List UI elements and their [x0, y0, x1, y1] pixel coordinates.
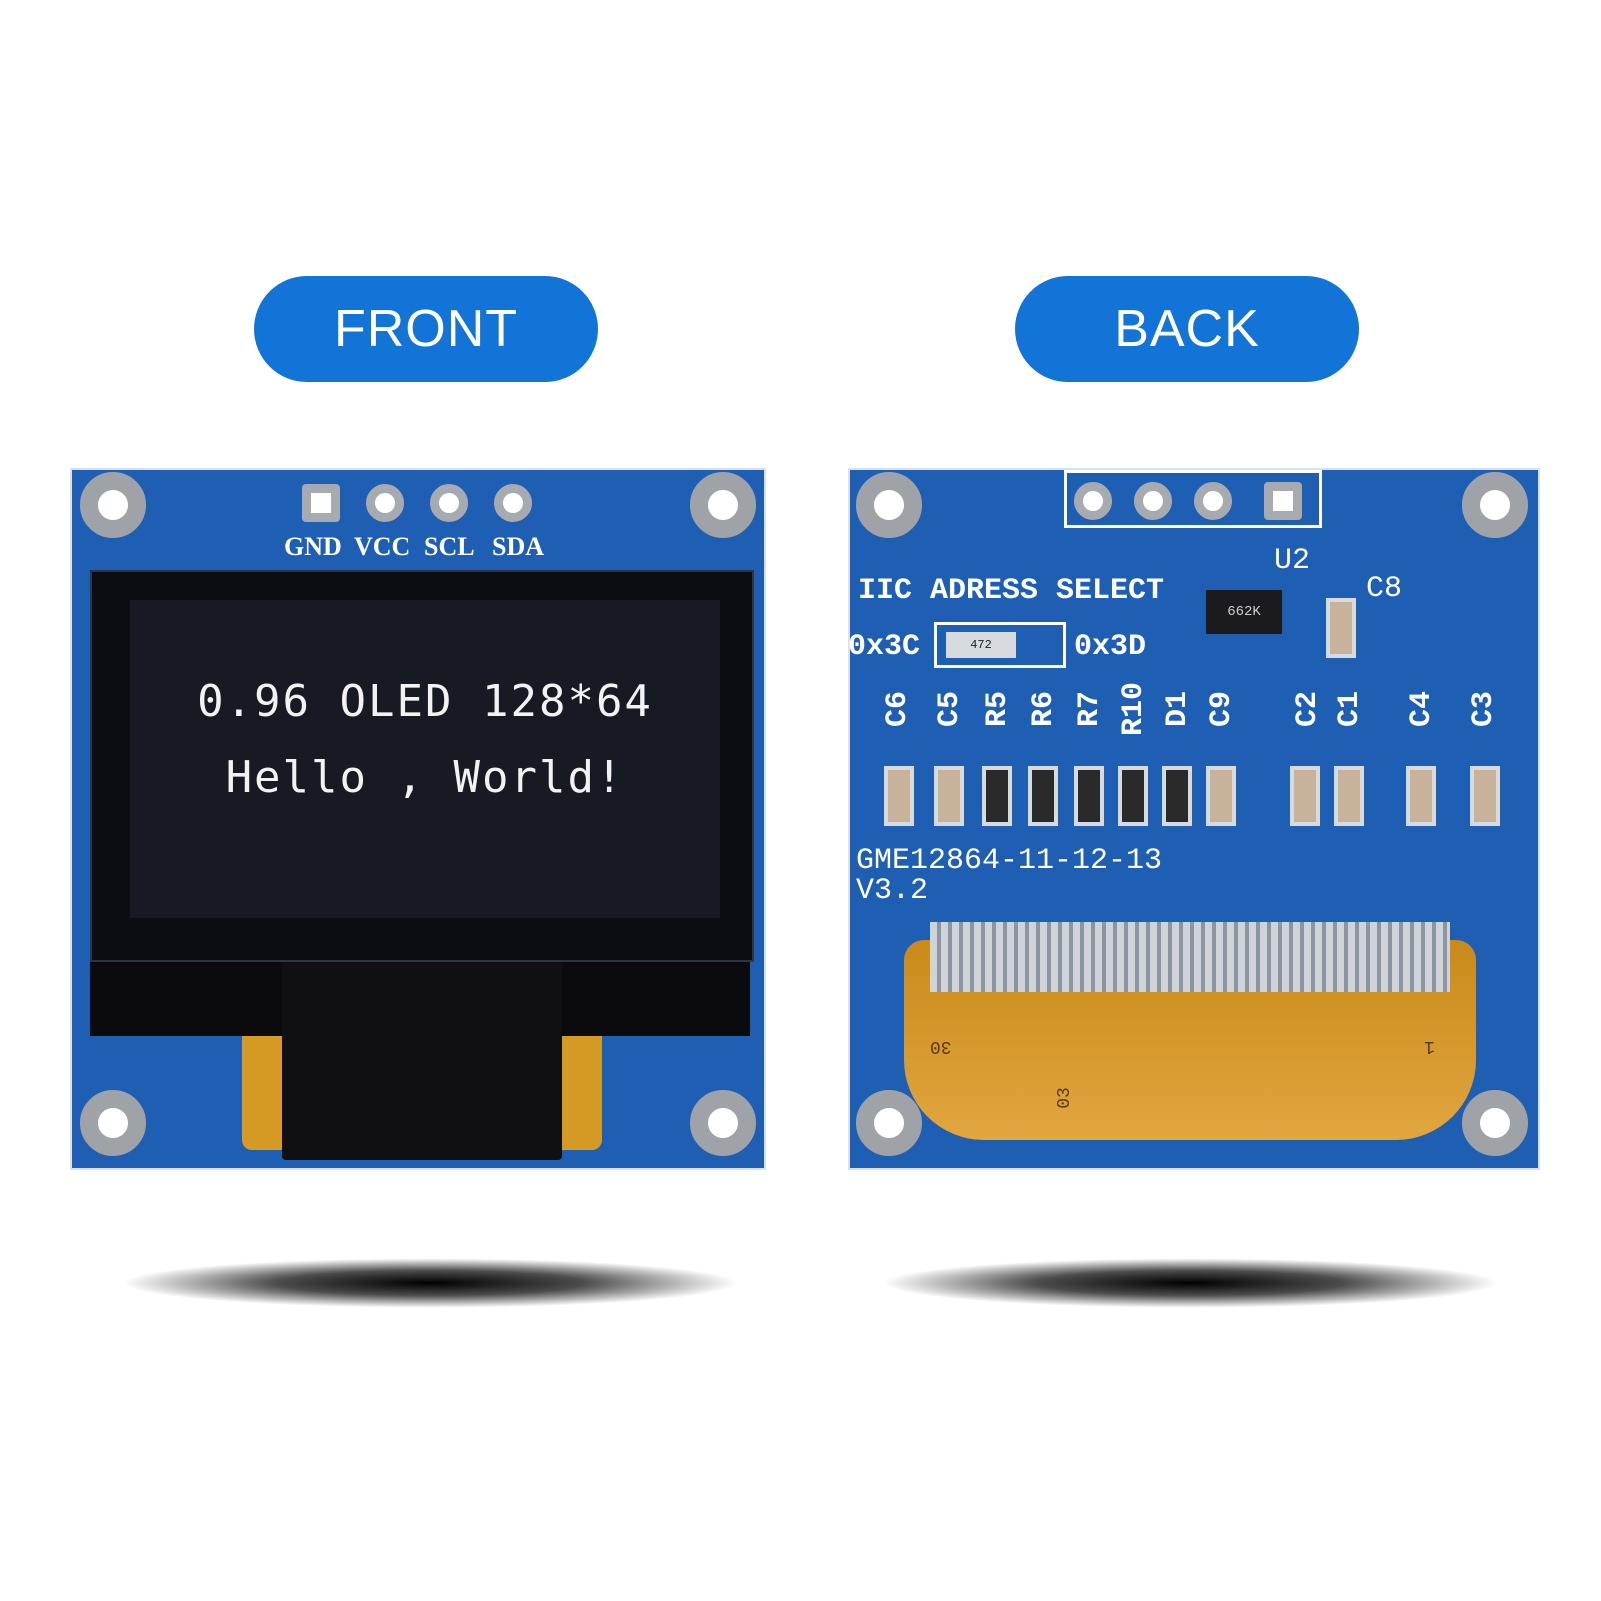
cap-c8-label: C8 — [1366, 572, 1403, 606]
capacitor-c1 — [1334, 766, 1364, 826]
address-jumper-outline — [934, 622, 1066, 668]
capacitor-c8 — [1326, 598, 1356, 658]
capacitor-c5 — [934, 766, 964, 826]
version-label: V3.2 — [856, 874, 929, 908]
iic-address-title: IIC ADRESS SELECT — [858, 574, 1165, 608]
mounting-hole — [690, 472, 756, 538]
header-outline — [1064, 470, 1322, 528]
comp-label-c9: C9 — [1205, 691, 1239, 728]
pin-label-scl: SCL — [424, 532, 475, 561]
mounting-hole — [856, 1090, 922, 1156]
front-shadow — [120, 1258, 740, 1308]
pin-label-sda: SDA — [492, 532, 545, 561]
capacitor-c4 — [1406, 766, 1436, 826]
address-0x3c: 0x3C — [848, 630, 921, 664]
mounting-hole — [1462, 1090, 1528, 1156]
diode-d1 — [1162, 766, 1192, 826]
comp-label-c4: C4 — [1405, 691, 1439, 728]
comp-label-c2: C2 — [1291, 691, 1325, 728]
comp-label-d1: D1 — [1161, 691, 1195, 728]
back-shadow — [880, 1258, 1500, 1308]
mounting-hole — [80, 472, 146, 538]
voltage-regulator: 662K — [1206, 590, 1282, 634]
address-resistor: 472 — [946, 632, 1016, 658]
fpc-mark-left: 30 — [930, 1036, 952, 1056]
capacitor-c6 — [884, 766, 914, 826]
pin-pad — [494, 484, 532, 522]
oled-module-back: IIC ADRESS SELECT 0x3C 0x3D 472 U2 662K … — [848, 468, 1540, 1170]
oled-module-front: GND VCC SCL SDA 0.96 OLED 128*64 Hello ,… — [70, 468, 766, 1170]
address-0x3d: 0x3D — [1074, 630, 1147, 664]
pin-pad — [366, 484, 404, 522]
resistor-r10 — [1118, 766, 1148, 826]
comp-label-c3: C3 — [1467, 691, 1501, 728]
comp-label-c5: C5 — [933, 691, 967, 728]
pin-pad — [430, 484, 468, 522]
back-label: BACK — [1015, 276, 1359, 382]
fpc-mark-right: 1 — [1424, 1036, 1435, 1056]
display-line-2: Hello , World! — [225, 752, 625, 803]
model-number: GME12864-11-12-13 — [856, 844, 1163, 878]
pin-pad — [1074, 482, 1112, 520]
mounting-hole — [1462, 472, 1528, 538]
flex-cable-cover — [282, 950, 562, 1160]
resistor-r5 — [982, 766, 1012, 826]
mounting-hole — [690, 1090, 756, 1156]
display-line-1: 0.96 OLED 128*64 — [197, 676, 653, 727]
resistor-r6 — [1028, 766, 1058, 826]
resistor-r7 — [1074, 766, 1104, 826]
fpc-mark-bottom: 03 — [1054, 1087, 1075, 1109]
comp-label-r6: R6 — [1027, 691, 1061, 728]
regulator-label: U2 — [1274, 544, 1311, 578]
comp-label-c1: C1 — [1333, 691, 1367, 728]
pin-label-vcc: VCC — [354, 532, 411, 561]
mounting-hole — [80, 1090, 146, 1156]
front-label: FRONT — [254, 276, 598, 382]
flex-cable-pins — [930, 922, 1450, 992]
capacitor-c3 — [1470, 766, 1500, 826]
pin-pad — [1264, 482, 1302, 520]
pin-pad — [1134, 482, 1172, 520]
pin-pad — [302, 484, 340, 522]
comp-label-r7: R7 — [1073, 691, 1107, 728]
oled-active-area: 0.96 OLED 128*64 Hello , World! — [130, 600, 720, 918]
comp-label-c6: C6 — [881, 691, 915, 728]
capacitor-c2 — [1290, 766, 1320, 826]
mounting-hole — [856, 472, 922, 538]
comp-label-r10: R10 — [1117, 682, 1151, 737]
oled-screen: 0.96 OLED 128*64 Hello , World! — [90, 570, 754, 962]
pin-pad — [1194, 482, 1232, 520]
comp-label-r5: R5 — [981, 691, 1015, 728]
pin-label-gnd: GND — [284, 532, 342, 561]
capacitor-c9 — [1206, 766, 1236, 826]
